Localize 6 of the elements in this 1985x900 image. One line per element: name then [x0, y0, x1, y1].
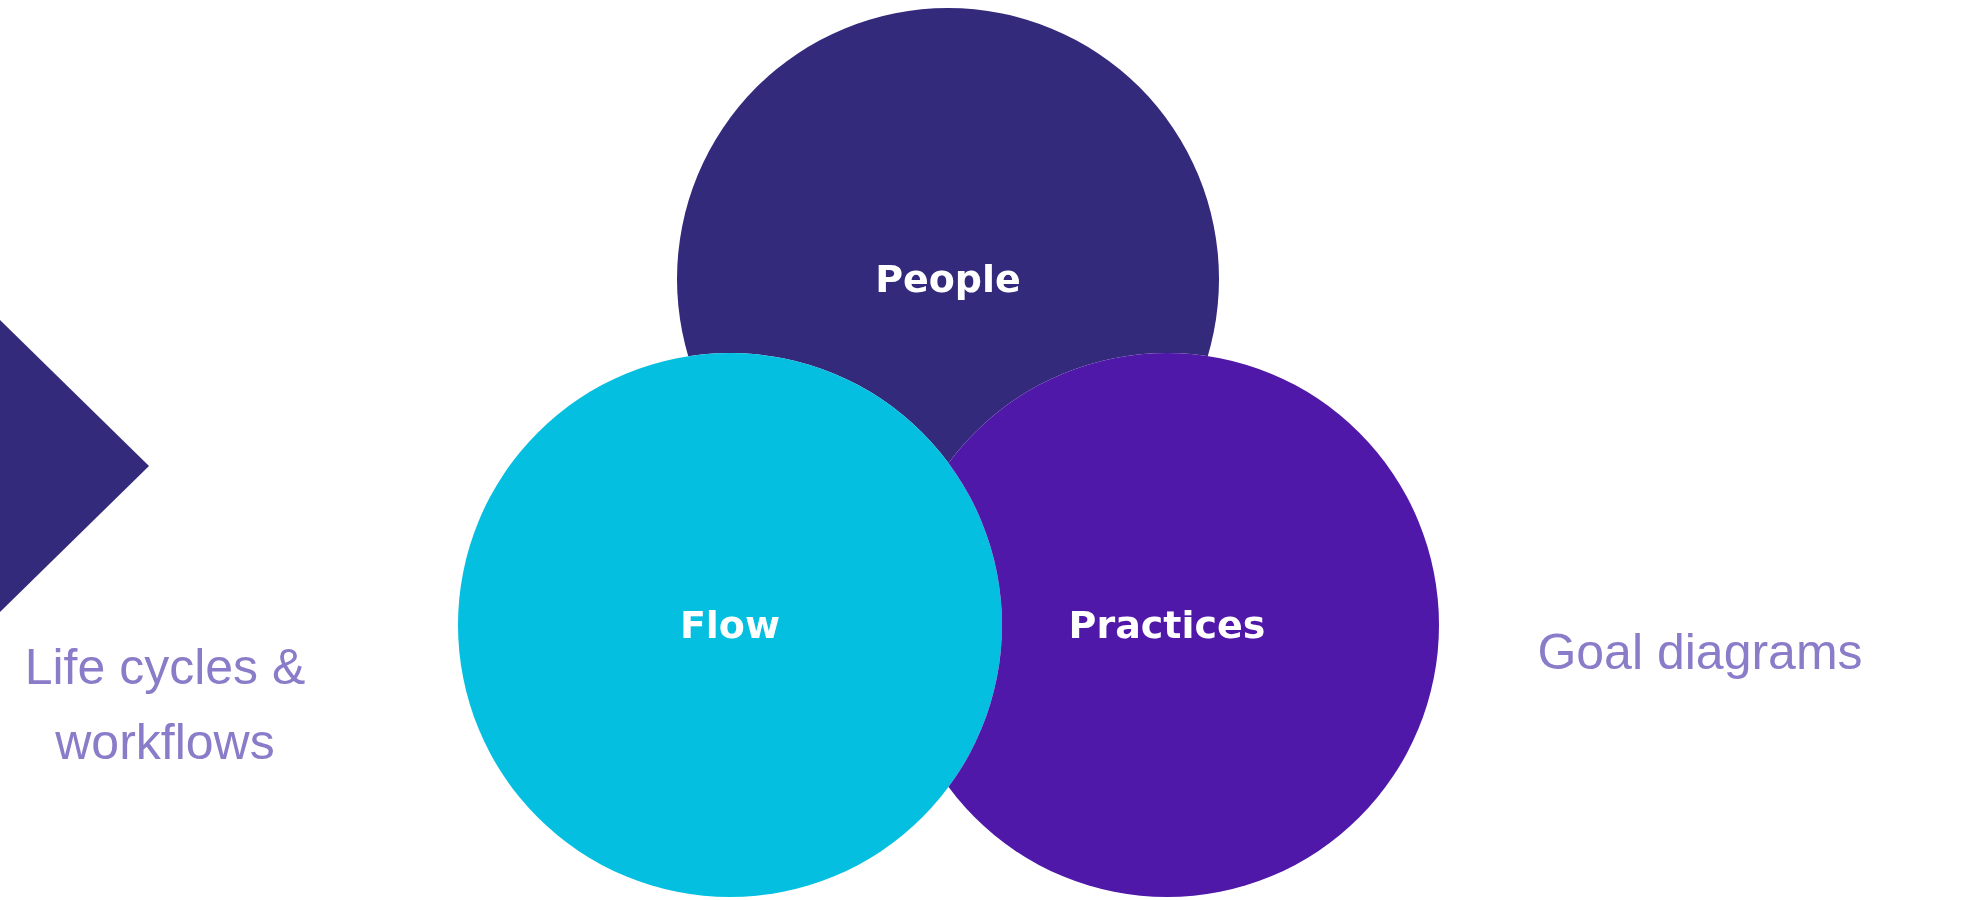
- circle-label: Practices: [1068, 603, 1266, 647]
- triangle-shape: [0, 320, 149, 612]
- text-label: Life cycles & workflows: [23, 638, 307, 772]
- text-label: Goal diagrams: [1536, 623, 1864, 682]
- circle-label: People: [875, 257, 1021, 301]
- circle-label: Flow: [679, 603, 781, 647]
